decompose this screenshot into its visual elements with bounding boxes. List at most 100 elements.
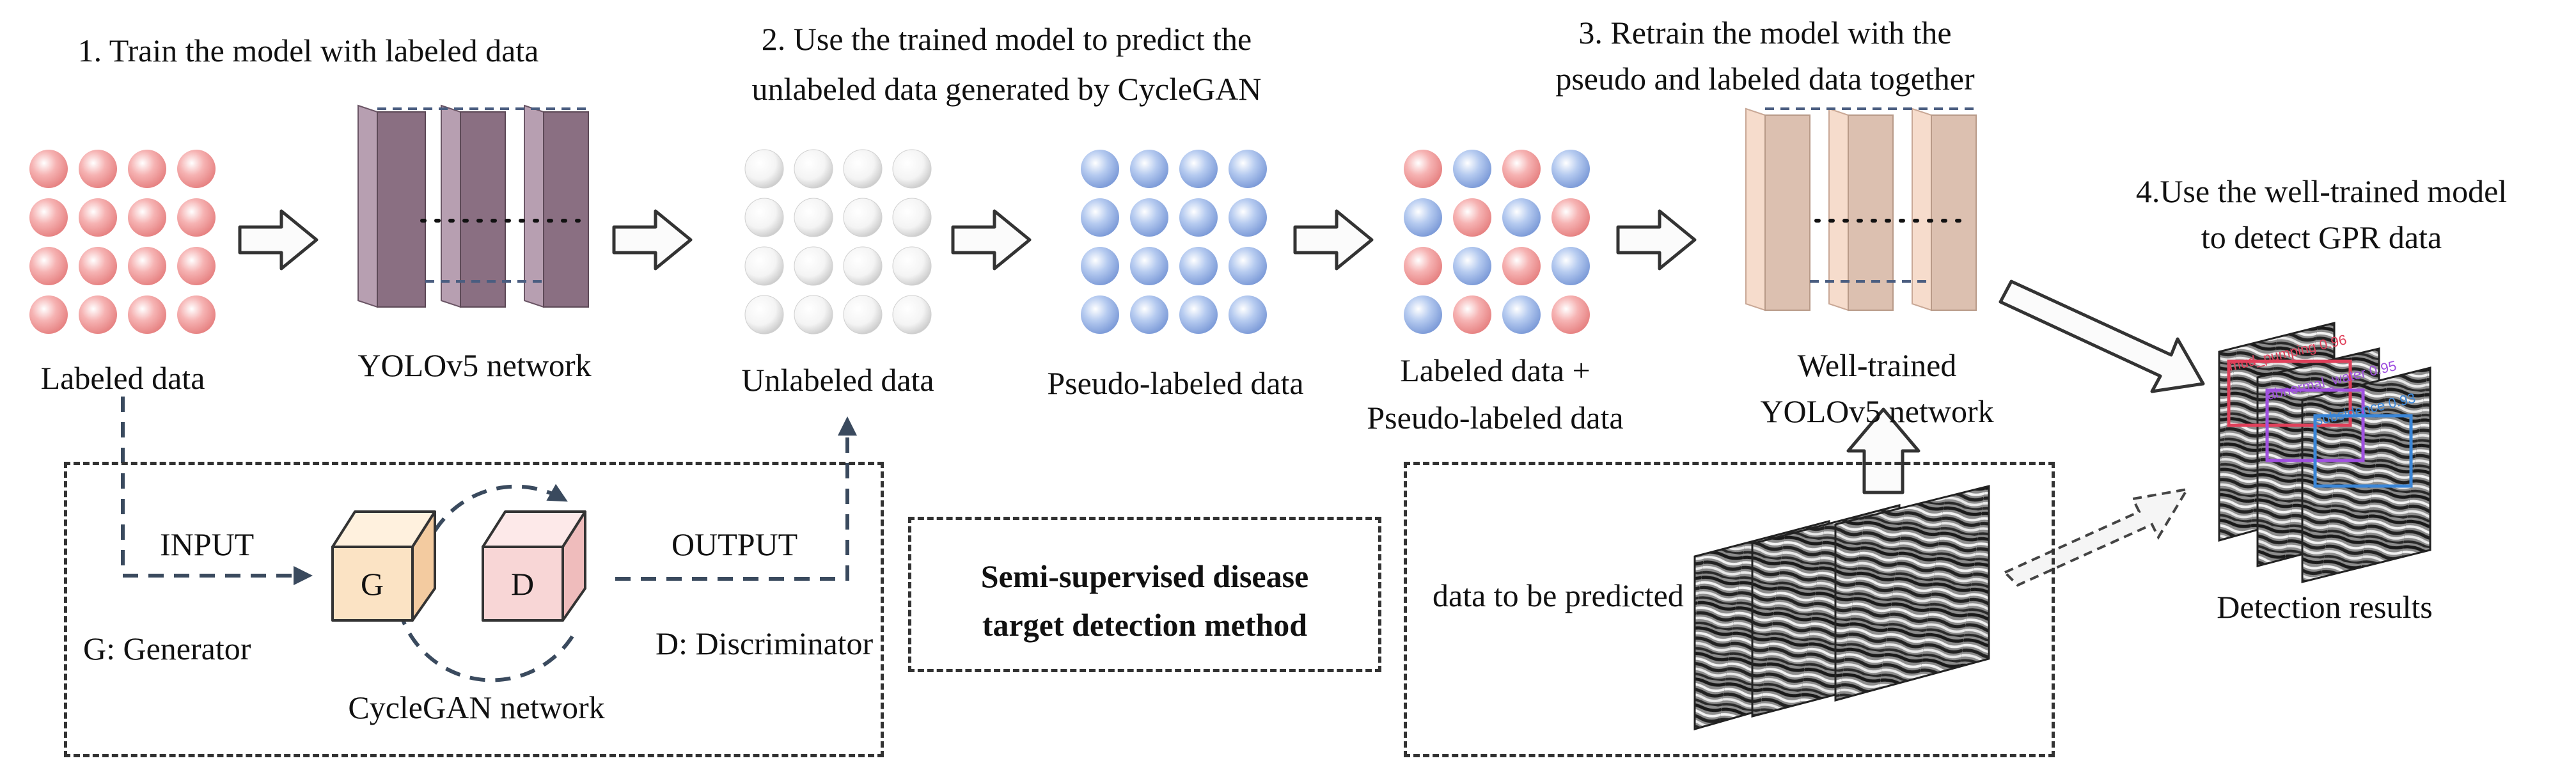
data-sample-ball [1179, 150, 1218, 188]
data-sample-ball [794, 149, 833, 189]
arrow-right-icon [1616, 209, 1697, 271]
data-sample-ball [1404, 198, 1442, 237]
data-sample-ball [843, 149, 883, 189]
data-sample-ball [1130, 150, 1168, 188]
data-sample-ball [1453, 198, 1491, 237]
data-sample-ball [128, 247, 166, 285]
step-3-title-line2: pseudo and labeled data together [1555, 61, 1975, 97]
data-sample-ball [1502, 247, 1541, 285]
labeled-data-grid [29, 150, 216, 334]
data-sample-ball [1081, 198, 1119, 237]
data-sample-ball [1229, 150, 1267, 188]
arrow-up-icon [1846, 407, 1920, 494]
data-sample-ball [1130, 247, 1168, 285]
cyclegan-connectors [121, 397, 857, 682]
data-sample-ball [79, 198, 117, 237]
yolo-plate-1 [357, 104, 426, 308]
data-sample-ball [1404, 295, 1442, 334]
prediction-frame [1404, 462, 2055, 757]
data-sample-ball [1081, 150, 1119, 188]
method-title-line2: target detection method [982, 607, 1308, 643]
combined-data-grid [1404, 150, 1590, 334]
cyclegan-network-label: CycleGAN network [348, 689, 605, 725]
flow-arrows [238, 209, 2205, 494]
gpr-input-sheets [1693, 485, 1990, 730]
wt-plate-2 [1828, 107, 1894, 311]
data-sample-ball [794, 295, 833, 334]
data-sample-ball [1179, 295, 1218, 334]
method-frame [908, 517, 1381, 672]
yolo-plate-2 [441, 104, 506, 308]
step-1-title: 1. Train the model with labeled data [77, 33, 539, 68]
well-trained-label-line2: YOLOv5 network [1760, 393, 1994, 429]
data-sample-ball [843, 246, 883, 286]
arrow-diagonal-icon [1999, 279, 2205, 393]
data-sample-ball [1502, 150, 1541, 188]
data-sample-ball [1229, 198, 1267, 237]
d-letter: D [510, 566, 535, 602]
data-to-be-predicted-label: data to be predicted [1433, 578, 1684, 613]
data-sample-ball [794, 246, 833, 286]
data-sample-ball [1404, 247, 1442, 285]
well-trained-label-line1: Well-trained [1797, 347, 1957, 383]
step-2-title-line1: 2. Use the trained model to predict the [761, 21, 1252, 57]
pseudo-labeled-data-grid [1081, 150, 1267, 334]
data-sample-ball [1453, 150, 1491, 188]
step-4-title-line1: 4.Use the well-trained model [2135, 173, 2508, 209]
detection-box [2227, 359, 2352, 427]
arrow-right-icon [951, 209, 1032, 271]
data-sample-ball [29, 150, 68, 188]
data-sample-ball [892, 198, 932, 237]
data-sample-ball [892, 246, 932, 286]
data-sample-ball [1179, 198, 1218, 237]
data-sample-ball [744, 295, 784, 334]
g-letter: G [360, 566, 384, 602]
data-sample-ball [79, 150, 117, 188]
discriminator-cube [482, 510, 586, 622]
data-sample-ball [177, 150, 216, 188]
detection-results-label: Detection results [2217, 589, 2433, 625]
method-title-line1: Semi-supervised disease [980, 558, 1309, 594]
generator-cube [331, 510, 436, 622]
generator-label: G: Generator [83, 631, 251, 666]
data-sample-ball [1130, 198, 1168, 237]
data-sample-ball [1229, 247, 1267, 285]
cyclegan-frame [64, 462, 884, 757]
data-sample-ball [843, 198, 883, 237]
data-sample-ball [29, 295, 68, 334]
data-sample-ball [177, 295, 216, 334]
detection-box [2313, 414, 2413, 488]
data-sample-ball [1551, 150, 1590, 188]
data-sample-ball [128, 198, 166, 237]
arrow-right-icon [612, 209, 693, 271]
data-sample-ball [1229, 295, 1267, 334]
data-sample-ball [79, 247, 117, 285]
combined-data-label-line1: Labeled data + [1400, 352, 1590, 388]
well-trained-network-icon [1745, 107, 1977, 311]
unlabeled-data-label: Unlabeled data [741, 362, 934, 398]
data-sample-ball [1081, 295, 1119, 334]
data-sample-ball [744, 149, 784, 189]
yolo-network-label: YOLOv5 network [357, 347, 592, 383]
data-sample-ball [1551, 247, 1590, 285]
wt-plate-1 [1745, 107, 1810, 311]
data-sample-ball [1404, 150, 1442, 188]
data-sample-ball [1551, 295, 1590, 334]
data-sample-ball [1453, 295, 1491, 334]
data-sample-ball [1502, 295, 1541, 334]
step-2-title-line2: unlabeled data generated by CycleGAN [751, 71, 1262, 107]
data-sample-ball [177, 247, 216, 285]
wt-plate-3 [1912, 107, 1977, 311]
data-sample-ball [892, 149, 932, 189]
arrow-right-icon [238, 209, 318, 271]
data-sample-ball [1502, 198, 1541, 237]
input-label: INPUT [160, 526, 255, 562]
data-sample-ball [794, 198, 833, 237]
data-sample-ball [744, 198, 784, 237]
data-sample-ball [1453, 247, 1491, 285]
data-sample-ball [128, 295, 166, 334]
data-sample-ball [744, 246, 784, 286]
yolo-network-icon [357, 104, 589, 308]
